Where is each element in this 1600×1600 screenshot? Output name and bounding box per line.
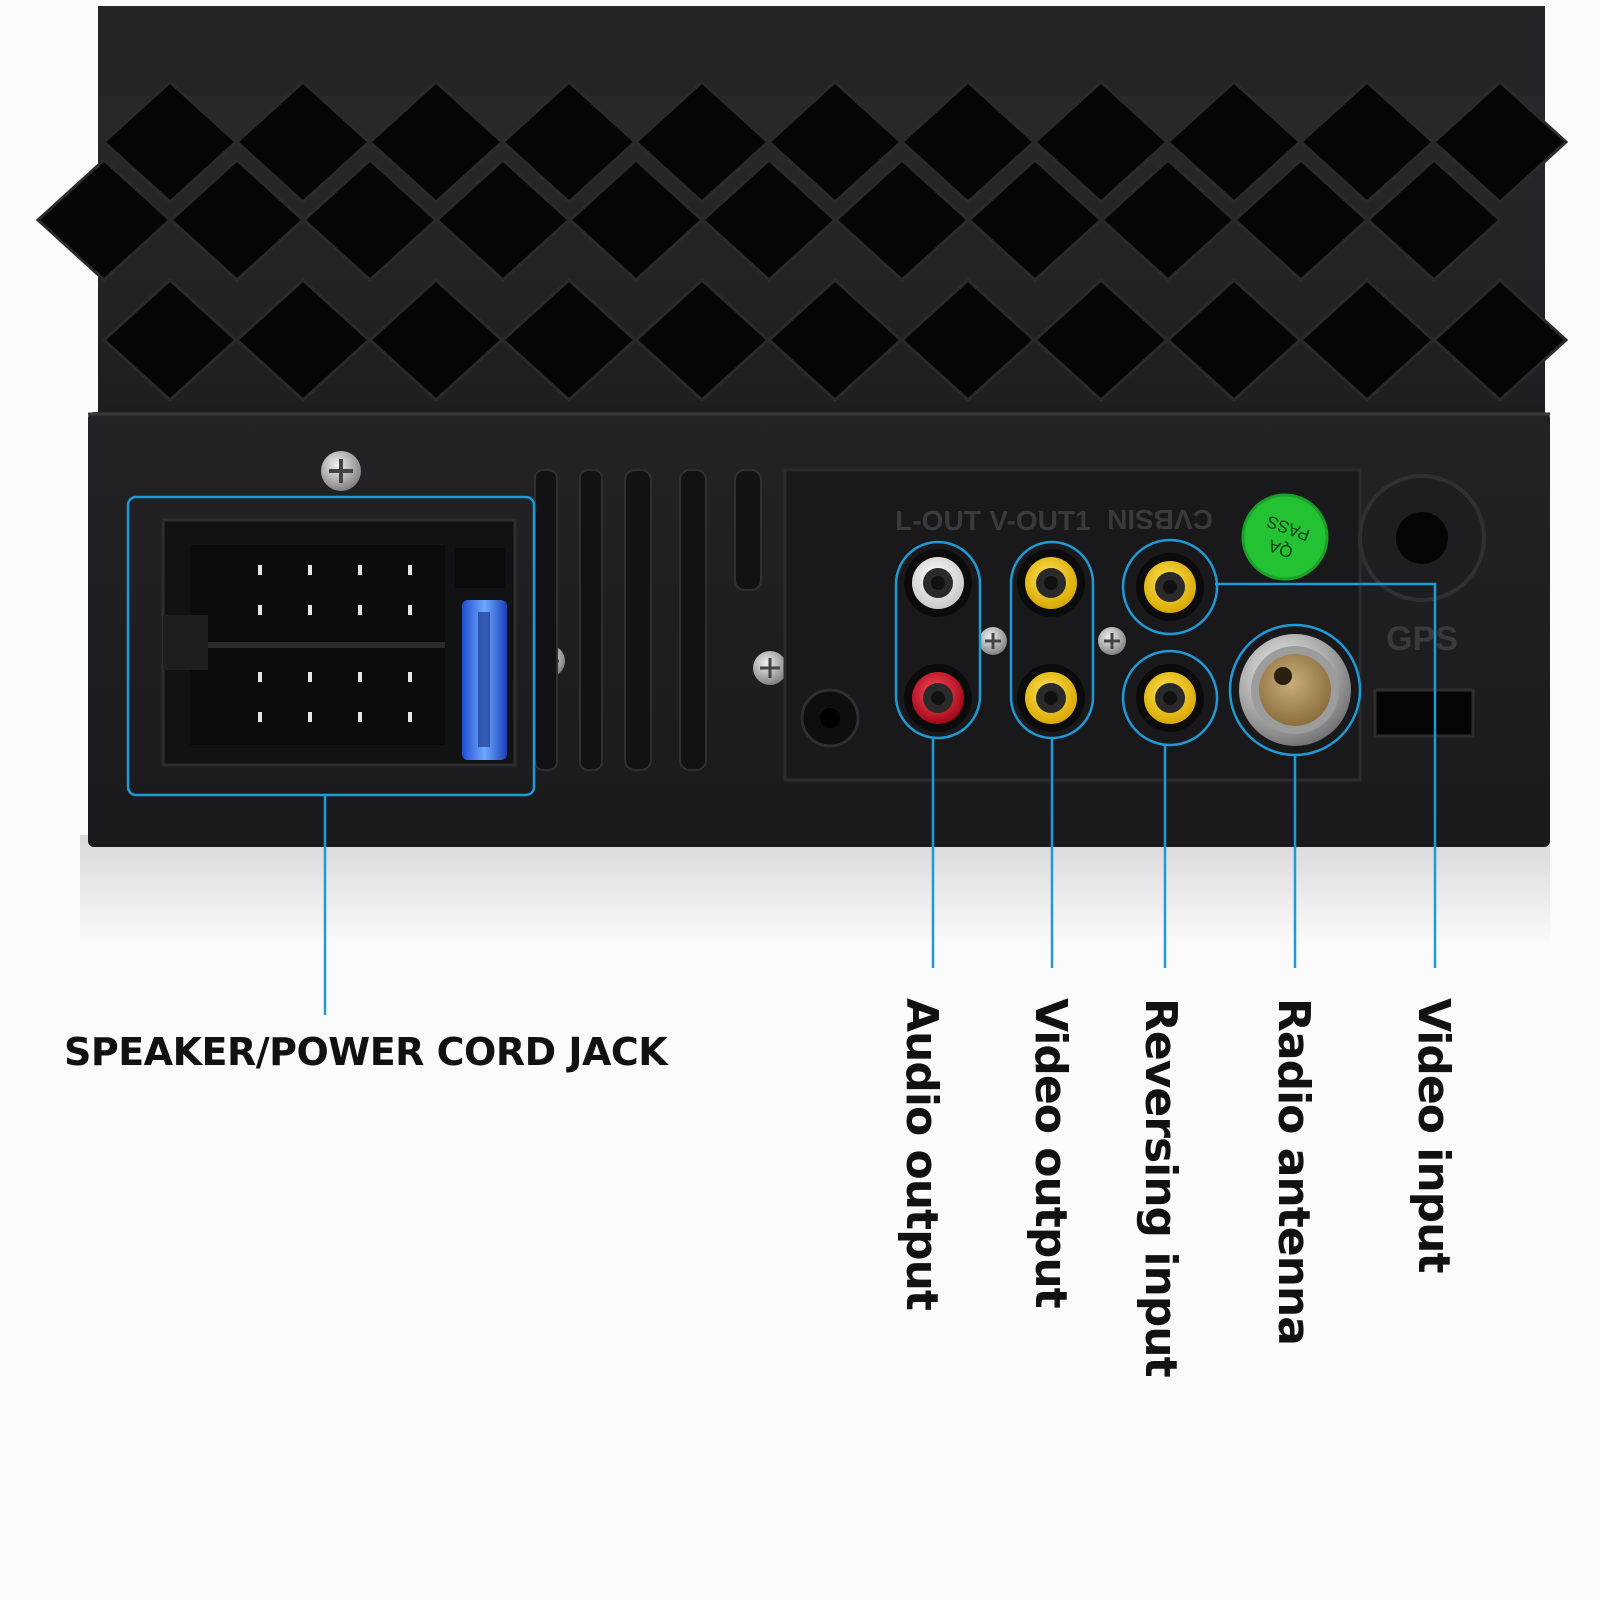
screw bbox=[321, 451, 361, 491]
callout-label-speaker-power: SPEAKER/POWER CORD JACK bbox=[64, 1030, 668, 1074]
callout-line-video-in bbox=[1215, 582, 1437, 968]
vent-slots bbox=[534, 469, 762, 771]
rca-audio-right-red bbox=[904, 664, 972, 732]
callout-ring-video-in bbox=[1121, 538, 1219, 636]
callout-label-reversing-input: Reversing input bbox=[1135, 998, 1186, 1377]
floor-shadow bbox=[80, 835, 1550, 945]
callout-box-speaker bbox=[126, 495, 536, 797]
heatsink bbox=[35, 6, 1569, 420]
rca-video-in bbox=[1136, 553, 1204, 621]
callout-label-audio-output: Audio output bbox=[896, 998, 947, 1310]
heatsink-fins bbox=[35, 79, 1569, 403]
label-v-out1: V-OUT1 bbox=[989, 505, 1090, 536]
callout-box-audio bbox=[894, 540, 982, 740]
label-gps: GPS bbox=[1386, 620, 1458, 658]
screw bbox=[1098, 627, 1126, 655]
rca-video-out-1 bbox=[1017, 549, 1085, 617]
rca-reversing-in bbox=[1136, 664, 1204, 732]
qa-pass-sticker: QA PASS bbox=[1241, 493, 1329, 581]
speaker-power-connector bbox=[161, 518, 517, 767]
radio-antenna-jack bbox=[1239, 634, 1351, 746]
gps-port: GPS bbox=[1358, 474, 1486, 738]
callout-ring-reversing bbox=[1121, 649, 1219, 747]
callout-lines bbox=[126, 495, 1437, 1015]
callout-label-video-input: Video input bbox=[1408, 998, 1459, 1273]
label-l-out: L-OUT bbox=[895, 505, 981, 536]
screw bbox=[753, 651, 787, 685]
rca-audio-left-white bbox=[904, 549, 972, 617]
screw bbox=[979, 627, 1007, 655]
label-cvbsin: CVBSIN bbox=[1107, 504, 1213, 535]
rca-video-out-2 bbox=[1017, 664, 1085, 732]
fuse bbox=[462, 600, 507, 760]
mic-jack bbox=[800, 688, 860, 748]
callout-label-video-output: Video output bbox=[1025, 998, 1076, 1308]
callout-label-radio-antenna: Radio antenna bbox=[1268, 998, 1319, 1345]
